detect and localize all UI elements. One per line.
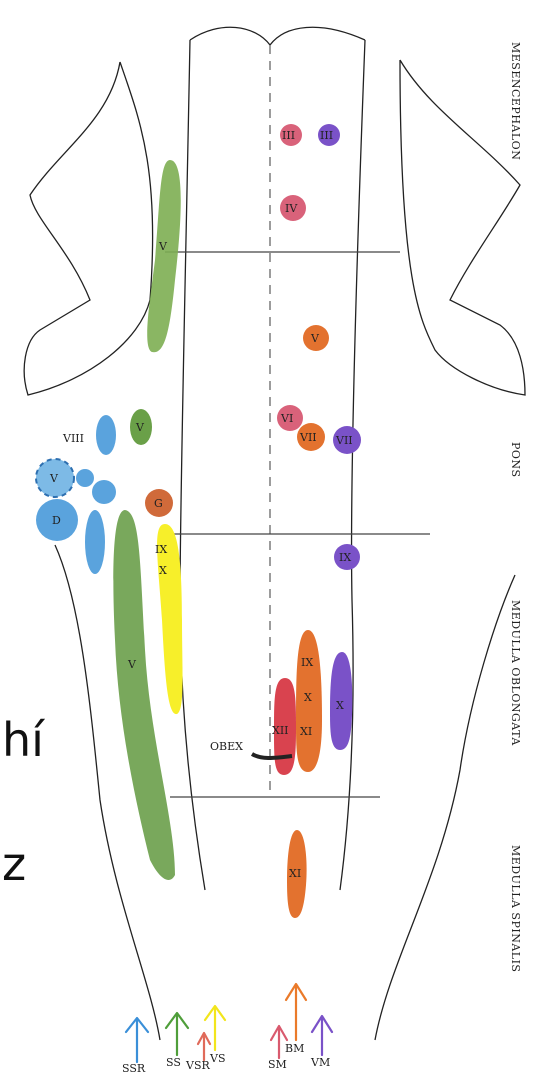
legend-vm: VM xyxy=(310,1056,330,1069)
arrow-ss xyxy=(166,1013,188,1055)
label-v-green-med: V xyxy=(127,658,137,671)
label-iii-pink: III xyxy=(282,129,295,142)
label-iii-purple: III xyxy=(320,129,333,142)
legend-vsr: VSR xyxy=(185,1059,210,1072)
label-v-green-pons: V xyxy=(135,421,145,434)
legend-ssr: SSR xyxy=(122,1062,146,1075)
label-v-orange: V xyxy=(310,332,320,345)
label-iv: IV xyxy=(285,202,298,215)
label-xi-spinal: XI xyxy=(289,867,301,880)
label-vi: VI xyxy=(280,412,293,425)
label-vii-purple: VII xyxy=(335,434,353,447)
label-xii: XII xyxy=(272,724,289,737)
slide-fragment-1: hí xyxy=(2,713,45,767)
legend-labels: SSR SS VSR VS SM BM VM xyxy=(122,1042,330,1075)
legend-vs: VS xyxy=(209,1052,225,1065)
label-v-green-mes: V xyxy=(158,240,168,253)
label-viii: VIII xyxy=(62,432,84,445)
arrow-bm xyxy=(286,984,306,1040)
arrow-ssr xyxy=(126,1018,148,1062)
label-ix-orange: IX xyxy=(301,656,313,669)
label-g: G xyxy=(154,497,163,510)
label-ix-purple: IX xyxy=(339,551,351,564)
arrow-vm xyxy=(312,1016,332,1055)
somatosensory-nuclei xyxy=(113,160,180,880)
label-x-orange: X xyxy=(304,691,312,704)
label-ix-yellow: IX xyxy=(155,543,167,556)
motor-nuclei xyxy=(274,124,361,918)
legend-sm: SM xyxy=(268,1058,287,1071)
arrow-vs xyxy=(205,1006,225,1050)
legend-bm: BM xyxy=(285,1042,304,1055)
label-v-blue: V xyxy=(49,472,59,485)
nucleus-viii xyxy=(96,415,116,455)
arrow-vsr xyxy=(198,1033,210,1060)
label-x-purple: X xyxy=(336,699,344,712)
label-xi-orange: XI xyxy=(300,725,312,738)
region-labels: MESENCEPHALON PONS MEDULLA OBLONGATA MED… xyxy=(509,42,522,972)
label-vii-orange: VII xyxy=(299,431,317,444)
slide-fragment-2: z xyxy=(2,837,26,891)
region-pons: PONS xyxy=(509,442,522,478)
label-d: D xyxy=(52,514,61,527)
label-obex: OBEX xyxy=(210,740,243,753)
region-medulla-oblongata: MEDULLA OBLONGATA xyxy=(509,600,522,746)
region-mesencephalon: MESENCEPHALON xyxy=(509,42,522,160)
label-x-yellow: X xyxy=(159,564,167,577)
region-medulla-spinalis: MEDULLA SPINALIS xyxy=(509,845,522,972)
legend-ss: SS xyxy=(166,1056,181,1069)
